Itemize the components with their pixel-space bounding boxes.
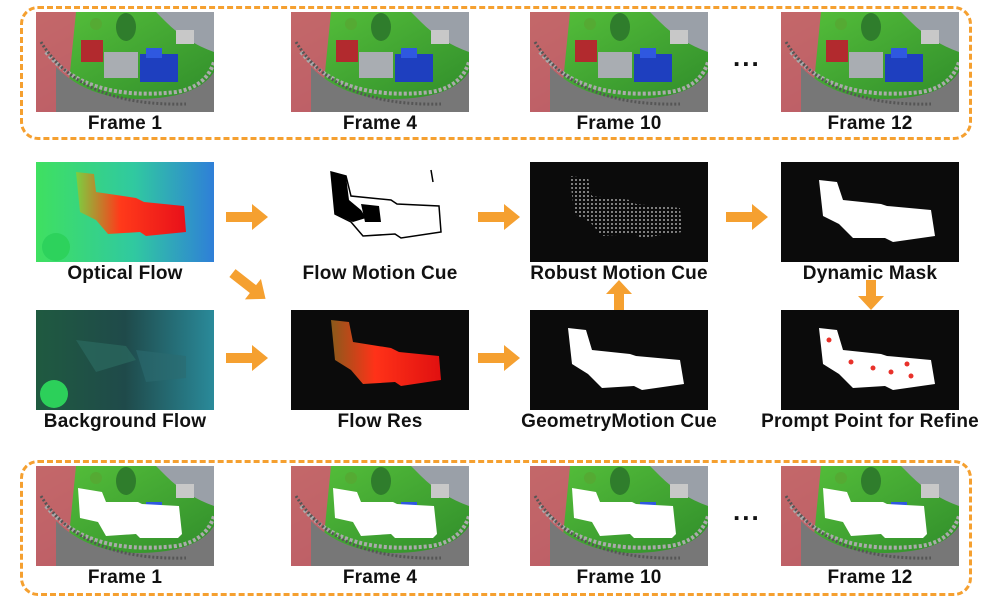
prompt-point-3 <box>870 365 876 371</box>
arrow-optical-to-flowres-diagonal <box>229 269 266 300</box>
prompt-point-label: Prompt Point for Refine <box>761 411 979 432</box>
output-frames-box <box>20 460 972 596</box>
prompt-point-4 <box>888 369 894 375</box>
flow-motion-cue-image <box>291 162 469 262</box>
prompt-point-image <box>781 310 959 410</box>
bottom-ellipsis: ... <box>733 496 761 526</box>
prompt-point-5 <box>904 361 910 367</box>
background-flow-label: Background Flow <box>43 411 207 432</box>
flow-motion-cue-label: Flow Motion Cue <box>302 263 458 284</box>
top-frame-1-label: Frame 1 <box>87 113 163 134</box>
arrow-flowcue-to-robust <box>478 204 520 230</box>
arrow-geometry-to-robust <box>606 280 632 310</box>
prompt-point-2 <box>848 359 854 365</box>
prompt-point-1 <box>826 337 832 343</box>
top-frame-10-label: Frame 10 <box>576 113 662 134</box>
top-frame-4-label: Frame 4 <box>342 113 418 134</box>
bottom-frame-4-image <box>291 466 469 566</box>
arrow-dynamic-to-prompt <box>858 280 884 310</box>
bottom-frame-10-image <box>530 466 708 566</box>
input-frames-box <box>20 6 972 140</box>
optical-flow-label: Optical Flow <box>67 263 183 284</box>
prompt-point-6 <box>908 373 914 379</box>
background-flow-image <box>36 310 214 410</box>
top-frame-1-image <box>36 12 214 112</box>
bottom-frame-1-label: Frame 1 <box>87 567 163 588</box>
arrow-optical-to-flowcue <box>226 204 268 230</box>
flow-res-label: Flow Res <box>337 411 423 432</box>
top-frame-10-image <box>530 12 708 112</box>
arrow-background-to-flowres <box>226 345 268 371</box>
bottom-frame-12-label: Frame 12 <box>827 567 913 588</box>
arrow-robust-to-dynamic <box>726 204 768 230</box>
optical-flow-image <box>36 162 214 262</box>
geometry-motion-cue-image <box>530 310 708 410</box>
robust-motion-cue-label: Robust Motion Cue <box>530 263 708 284</box>
bottom-frame-4-label: Frame 4 <box>342 567 418 588</box>
bottom-frame-1-image <box>36 466 214 566</box>
top-frame-12-label: Frame 12 <box>827 113 913 134</box>
robust-motion-cue-image <box>530 162 708 262</box>
top-frame-12-image <box>781 12 959 112</box>
dynamic-mask-label: Dynamic Mask <box>802 263 938 284</box>
dynamic-mask-image <box>781 162 959 262</box>
arrow-flowres-to-geometry <box>478 345 520 371</box>
top-ellipsis: ... <box>733 42 761 72</box>
top-frame-4-image <box>291 12 469 112</box>
bottom-frame-10-label: Frame 10 <box>576 567 662 588</box>
bottom-frame-12-image <box>781 466 959 566</box>
geometry-motion-cue-label: GeometryMotion Cue <box>521 411 717 432</box>
flow-res-image <box>291 310 469 410</box>
